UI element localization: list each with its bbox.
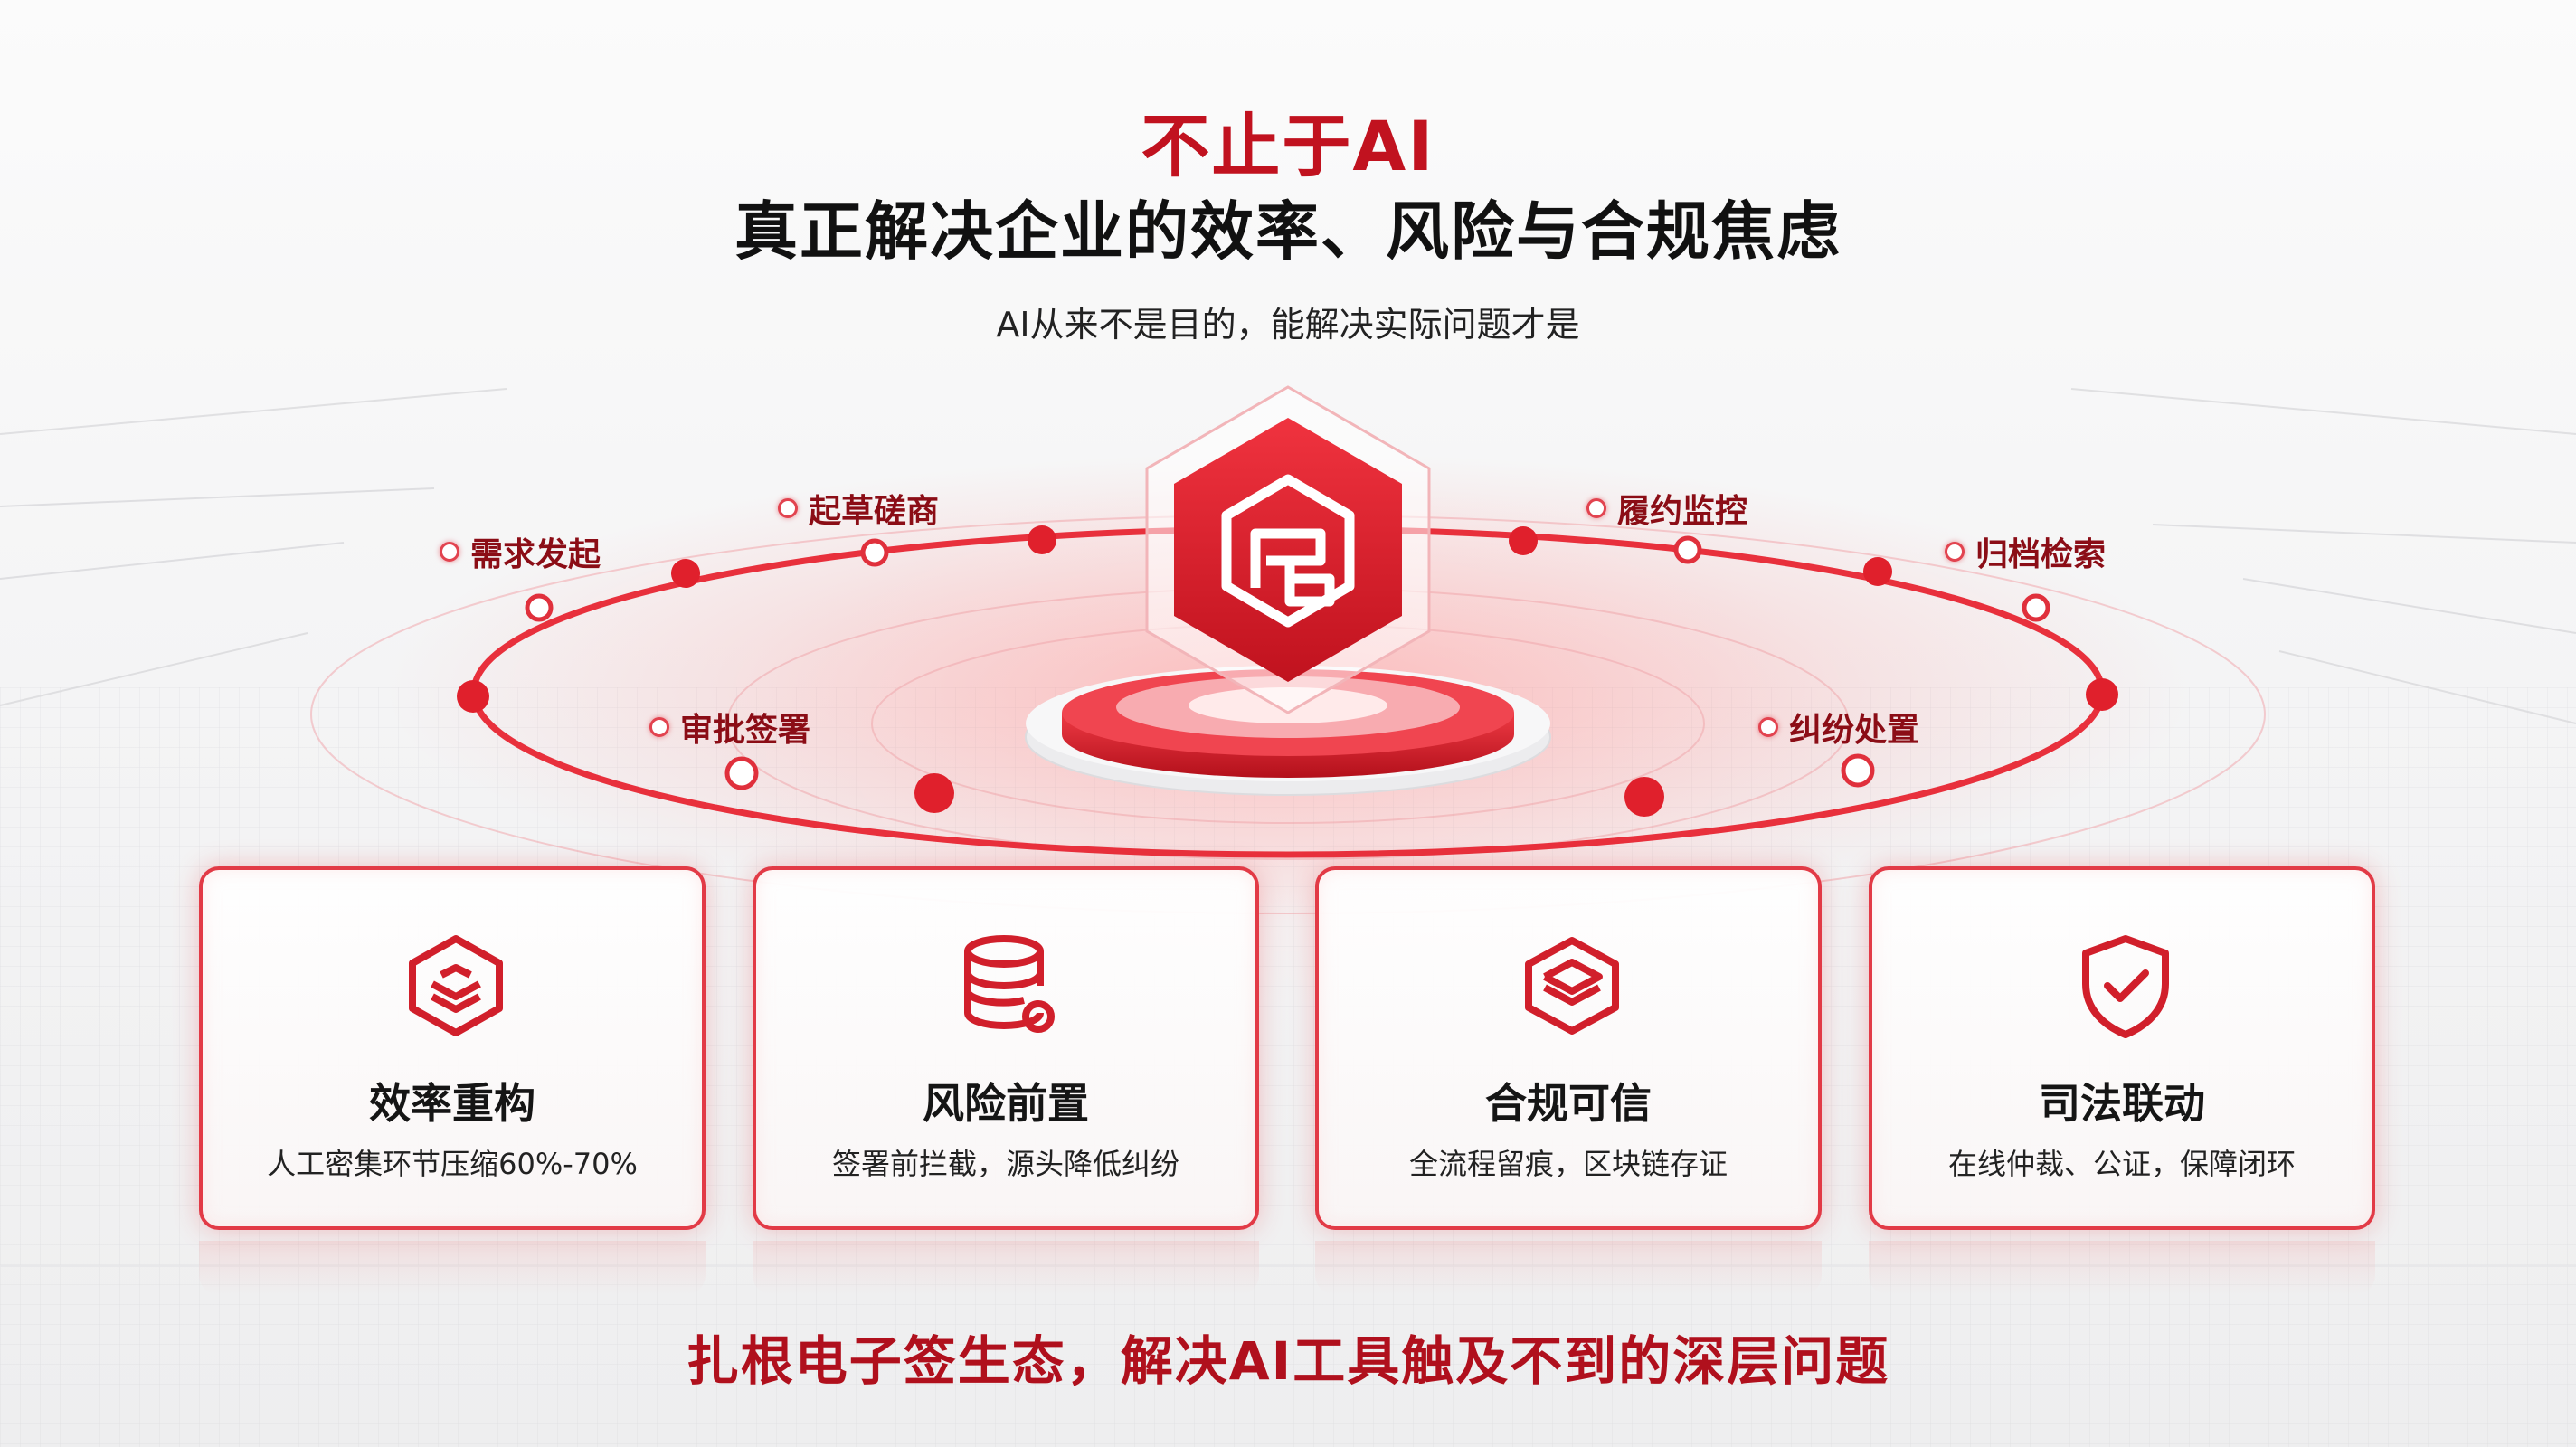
orbit-label-text: 起草磋商 xyxy=(809,493,940,530)
orbit-node xyxy=(671,559,700,588)
orbit-node-hollow xyxy=(1673,535,1702,564)
orbit-node xyxy=(457,680,489,713)
orbit-label-text: 归档检索 xyxy=(1975,536,2107,573)
orbit-node xyxy=(2086,678,2118,711)
card-efficiency: 效率重构 人工密集环节压缩60%-70% xyxy=(199,866,706,1230)
bullet-icon xyxy=(778,498,798,518)
bullet-icon xyxy=(440,542,459,562)
card-description: 在线仲裁、公证，保障闭环 xyxy=(1947,1147,2296,1181)
orbit-label-demand: 需求发起 xyxy=(440,528,601,575)
bullet-icon xyxy=(649,717,669,737)
card-reflection xyxy=(199,1241,706,1295)
orbit-label-dispute: 纠纷处置 xyxy=(1758,704,1919,751)
orbit-node xyxy=(1624,777,1664,817)
orbit-label-approval: 审批签署 xyxy=(649,704,810,751)
orbit-label-monitoring: 履约监控 xyxy=(1586,485,1747,532)
bullet-icon xyxy=(1945,542,1965,562)
card-title: 合规可信 xyxy=(1485,1079,1652,1128)
orbit-label-archive: 归档检索 xyxy=(1945,528,2106,575)
card-reflection xyxy=(1869,1241,2375,1295)
stacked-layers-icon xyxy=(1525,937,1619,1035)
card-title: 风险前置 xyxy=(923,1079,1089,1128)
card-risk: 风险前置 签署前拦截，源头降低纠纷 xyxy=(753,866,1259,1230)
card-title: 效率重构 xyxy=(369,1079,535,1128)
page-subtitle: 真正解决企业的效率、风险与合规焦虑 xyxy=(734,194,1842,269)
orbit-label-text: 履约监控 xyxy=(1617,493,1748,530)
page-title: 不止于AI xyxy=(1141,106,1435,186)
database-icon xyxy=(964,935,1055,1033)
orbit-node-hollow xyxy=(860,538,889,567)
orbit-label-text: 需求发起 xyxy=(470,536,601,573)
layers-hexagon-icon xyxy=(409,935,503,1036)
orbit-label-text: 审批签署 xyxy=(680,712,811,749)
card-description: 人工密集环节压缩60%-70% xyxy=(267,1147,638,1181)
orbit-node xyxy=(1509,526,1538,555)
page-tagline: AI从来不是目的，能解决实际问题才是 xyxy=(996,305,1580,345)
orbit-node xyxy=(914,773,954,813)
card-reflection xyxy=(753,1241,1259,1295)
bullet-icon xyxy=(1758,717,1778,737)
orbit-node xyxy=(1028,525,1056,554)
card-description: 签署前拦截，源头降低纠纷 xyxy=(831,1147,1179,1181)
card-judicial: 司法联动 在线仲裁、公证，保障闭环 xyxy=(1869,866,2375,1230)
orbit-label-drafting: 起草磋商 xyxy=(778,485,939,532)
card-title: 司法联动 xyxy=(2039,1079,2205,1128)
shield-check-icon xyxy=(2082,935,2169,1038)
bullet-icon xyxy=(1586,498,1606,518)
card-reflection xyxy=(1315,1241,1822,1295)
orbit-node-hollow xyxy=(1841,753,1875,788)
orbit-node-hollow xyxy=(724,756,759,790)
card-description: 全流程留痕，区块链存证 xyxy=(1408,1147,1728,1181)
card-compliance: 合规可信 全流程留痕，区块链存证 xyxy=(1315,866,1822,1230)
orbit-node xyxy=(1863,557,1892,586)
orbit-node-hollow xyxy=(525,593,554,622)
orbit-label-text: 纠纷处置 xyxy=(1789,712,1920,749)
orbit-node-hollow xyxy=(2022,593,2050,622)
hexagon-logo-icon xyxy=(1145,385,1431,714)
footer-statement: 扎根电子签生态，解决AI工具触及不到的深层问题 xyxy=(686,1330,1890,1392)
